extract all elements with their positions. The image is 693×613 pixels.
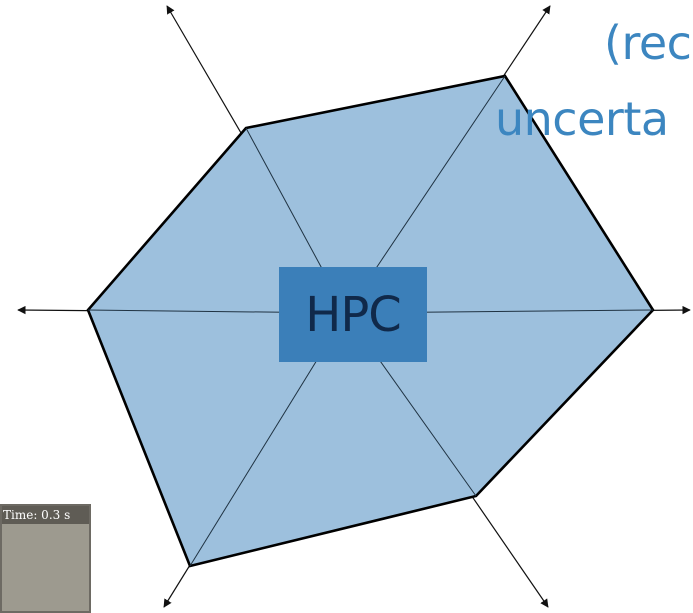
time-thumbnail: Time: 0.3 s — [0, 504, 91, 613]
time-label: Time: 0.3 s — [2, 506, 89, 524]
overlay-text-line-1: (rec — [604, 16, 692, 70]
center-label-box: HPC — [279, 267, 427, 362]
center-label: HPC — [305, 286, 402, 343]
overlay-text-line-2: uncerta — [495, 92, 669, 146]
